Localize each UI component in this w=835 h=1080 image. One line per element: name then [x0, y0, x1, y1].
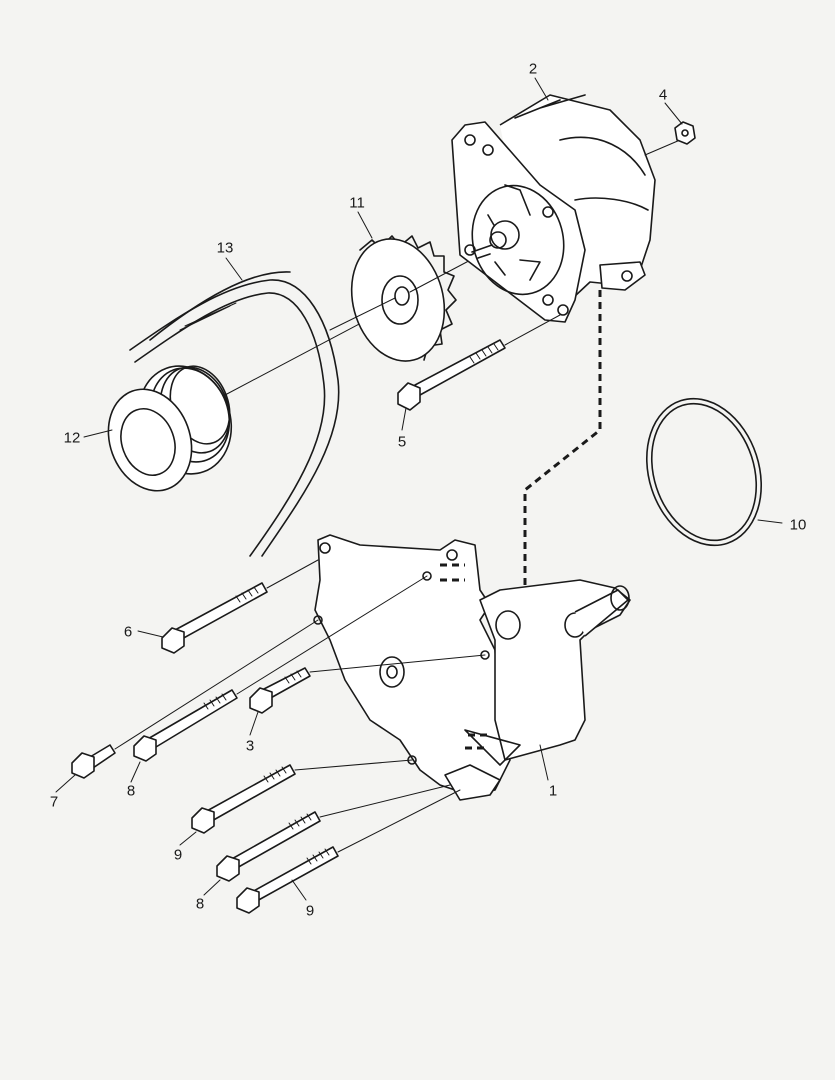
- callout-11: 11: [349, 194, 365, 212]
- callout-12: 12: [63, 429, 81, 447]
- callout-5: 5: [397, 433, 407, 451]
- drive-belt-illustration: [129, 271, 340, 557]
- callout-7: 7: [49, 793, 59, 811]
- fan-illustration: [329, 235, 481, 362]
- pulley-illustration: [107, 304, 396, 492]
- bracket-bolts-illustration: [71, 559, 486, 914]
- callout-9-lower: 9: [305, 902, 315, 920]
- bolt-5-illustration: [397, 314, 561, 411]
- callout-3: 3: [245, 737, 255, 755]
- callout-6: 6: [123, 623, 133, 641]
- callout-9-upper: 9: [173, 846, 183, 864]
- leader-lines: [55, 77, 783, 901]
- alternator-bracket-illustration: [313, 534, 631, 801]
- callout-2: 2: [528, 60, 538, 78]
- callout-1: 1: [548, 782, 558, 800]
- alignment-dashed-line: [523, 290, 602, 650]
- callout-10: 10: [789, 516, 807, 534]
- nut-illustration: [674, 121, 696, 145]
- alternator-illustration: [451, 94, 681, 323]
- callout-4: 4: [658, 86, 668, 104]
- callout-8-upper: 8: [126, 782, 136, 800]
- o-ring-illustration: [645, 397, 763, 547]
- callout-8-lower: 8: [195, 895, 205, 913]
- callout-13: 13: [216, 239, 234, 257]
